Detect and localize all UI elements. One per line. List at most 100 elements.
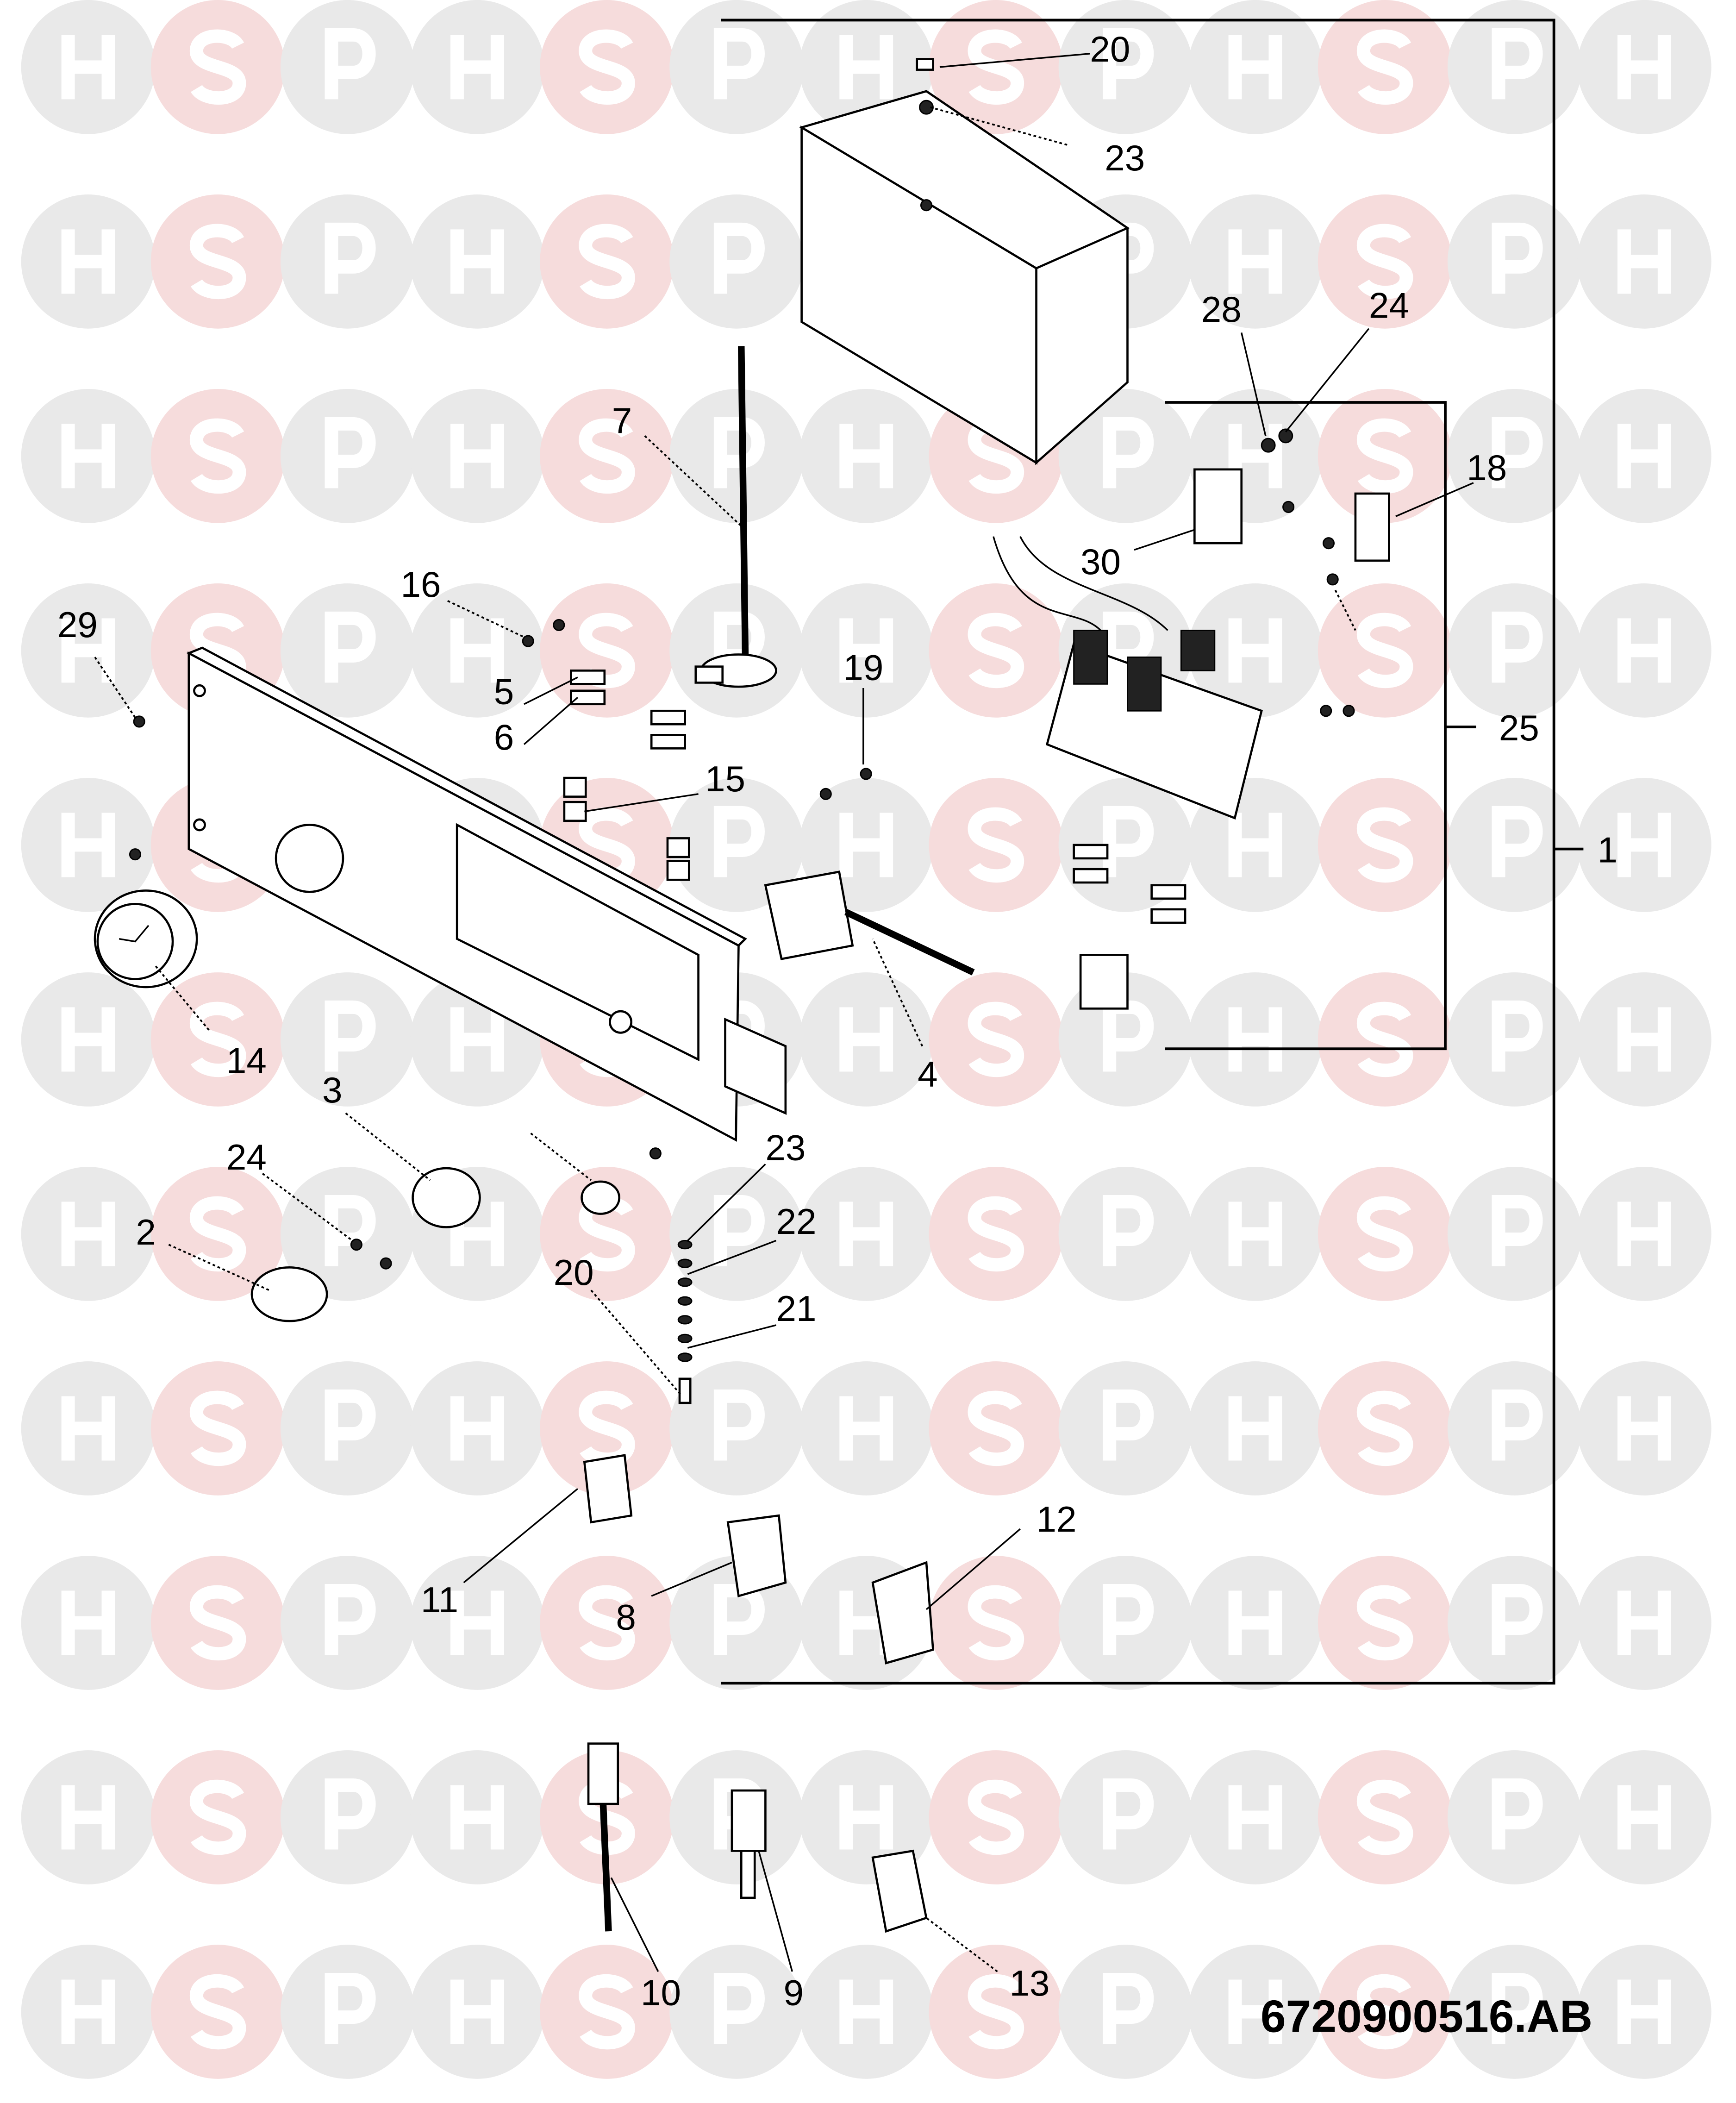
watermark-letter-glyph: [325, 1973, 376, 2044]
callout-4: 4: [918, 1053, 938, 1094]
watermark-letter-glyph: [1492, 1389, 1543, 1461]
watermark-letter-glyph: [1492, 28, 1543, 100]
watermark-letter-glyph: [450, 424, 504, 488]
callout-13: 13: [1010, 1963, 1050, 2003]
watermark-letter-glyph: [1492, 1584, 1543, 1655]
callout-22: 22: [776, 1201, 817, 1242]
watermark-letter-glyph: [325, 1195, 376, 1266]
watermark-letter-glyph: [1103, 28, 1154, 100]
assembly-bracket-25: [1165, 401, 1476, 1051]
watermark-letter-glyph: [189, 1196, 246, 1272]
watermark-letter-glyph: [968, 613, 1024, 688]
watermark-letter-glyph: [450, 229, 504, 294]
watermark-letter-glyph: [1617, 35, 1671, 100]
watermark-letter-glyph: [968, 1585, 1024, 1661]
callout-labels: 20 23 28 24 18 30 7 16 29 5 6 19 15 25 1…: [57, 29, 1617, 2041]
callout-18: 18: [1467, 447, 1507, 488]
callout-24b: 24: [226, 1137, 267, 1177]
watermark-letter-glyph: [1617, 1396, 1671, 1461]
watermark-letter-glyph: [968, 1001, 1024, 1077]
watermark-letter-glyph: [189, 1001, 246, 1077]
callout-7: 7: [612, 401, 632, 441]
watermark-letter-glyph: [189, 1779, 246, 1855]
watermark-letter-glyph: [61, 1007, 115, 1072]
watermark-letter-glyph: [1356, 1974, 1413, 2050]
watermark-letter-glyph: [61, 1202, 115, 1266]
watermark-letter-glyph: [1103, 1584, 1154, 1655]
watermark-letter-glyph: [450, 618, 504, 683]
drawing-code: 6720900516.AB: [1261, 1990, 1592, 2041]
watermark-letter-glyph: [1228, 813, 1282, 877]
watermark-letter-glyph: [839, 1979, 893, 2044]
assembly-bracket-1: [721, 19, 1584, 1685]
leader-lines: [94, 53, 1474, 1972]
watermark-letter-glyph: [713, 28, 765, 100]
watermark-letter-glyph: [968, 1196, 1024, 1272]
watermark-letter-glyph: [1617, 618, 1671, 683]
watermark-letter-glyph: [1103, 222, 1154, 294]
watermark-letter-glyph: [1617, 1202, 1671, 1266]
watermark-letter-glyph: [61, 424, 115, 488]
watermark-letter-glyph: [1228, 1979, 1282, 2044]
watermark-letter-glyph: [713, 222, 765, 294]
watermark-letter-glyph: [839, 1396, 893, 1461]
cover-casing: [799, 58, 1130, 465]
watermark-letter-glyph: [325, 28, 376, 100]
watermark-letter-glyph: [713, 806, 765, 877]
watermark-letter-glyph: [1492, 1778, 1543, 1850]
watermark-letter-glyph: [713, 1195, 765, 1266]
watermark-letter-glyph: [579, 613, 635, 688]
watermark-letter-glyph: [839, 1785, 893, 1850]
watermark-letter-glyph: [1356, 807, 1413, 883]
watermark-letter-glyph: [1103, 1778, 1154, 1850]
sensor-probe: [694, 346, 777, 688]
watermark-letter-glyph: [1103, 1195, 1154, 1266]
watermark-letter-glyph: [1356, 1196, 1413, 1272]
watermark-letter-glyph: [839, 1202, 893, 1266]
watermark-letter-glyph: [450, 35, 504, 100]
callout-20: 20: [1090, 29, 1130, 69]
watermark-letter-glyph: [1228, 1396, 1282, 1461]
watermark-letter-glyph: [325, 1389, 376, 1461]
watermark-letter-glyph: [713, 1389, 765, 1461]
watermark-letter-glyph: [1492, 222, 1543, 294]
callout-25: 25: [1499, 707, 1539, 748]
watermark-letter-glyph: [1356, 224, 1413, 300]
watermark-letter-glyph: [1356, 613, 1413, 688]
watermark-letter-glyph: [325, 611, 376, 683]
connectors: [583, 1454, 934, 1933]
watermark-letter-glyph: [1492, 1195, 1543, 1266]
watermark-letter-glyph: [61, 229, 115, 294]
callout-29: 29: [57, 604, 98, 645]
callout-24: 24: [1369, 285, 1409, 326]
watermark-letter-glyph: [1617, 229, 1671, 294]
watermark-letter-glyph: [839, 424, 893, 488]
callout-5: 5: [494, 671, 514, 712]
watermark-letter-glyph: [579, 1585, 635, 1661]
watermark-letter-glyph: [1103, 1389, 1154, 1461]
callout-30: 30: [1080, 541, 1121, 582]
grommet: [581, 1180, 620, 1215]
watermark-letter-glyph: [579, 29, 635, 105]
callout-23b: 23: [765, 1127, 806, 1168]
callout-3: 3: [322, 1070, 343, 1110]
watermark-letter-glyph: [450, 1007, 504, 1072]
watermark-letter-glyph: [1356, 1585, 1413, 1661]
watermark-letter-glyph: [1356, 418, 1413, 494]
thermostat: [764, 870, 975, 976]
watermark-letter-glyph: [61, 1979, 115, 2044]
watermark-letter-glyph: [325, 1584, 376, 1655]
callout-15: 15: [705, 758, 745, 799]
pcb-assembly: [993, 468, 1390, 1010]
watermark-letter-glyph: [450, 1590, 504, 1655]
watermark-letter-glyph: [1228, 1202, 1282, 1266]
callout-6: 6: [494, 717, 514, 757]
callout-11: 11: [421, 1579, 458, 1620]
watermark-letter-glyph: [1228, 618, 1282, 683]
callout-1: 1: [1598, 830, 1618, 870]
callout-23: 23: [1105, 138, 1145, 178]
watermark-letter-glyph: [189, 1390, 246, 1466]
watermark-letter-glyph: [1492, 611, 1543, 683]
callout-12: 12: [1036, 1499, 1076, 1540]
